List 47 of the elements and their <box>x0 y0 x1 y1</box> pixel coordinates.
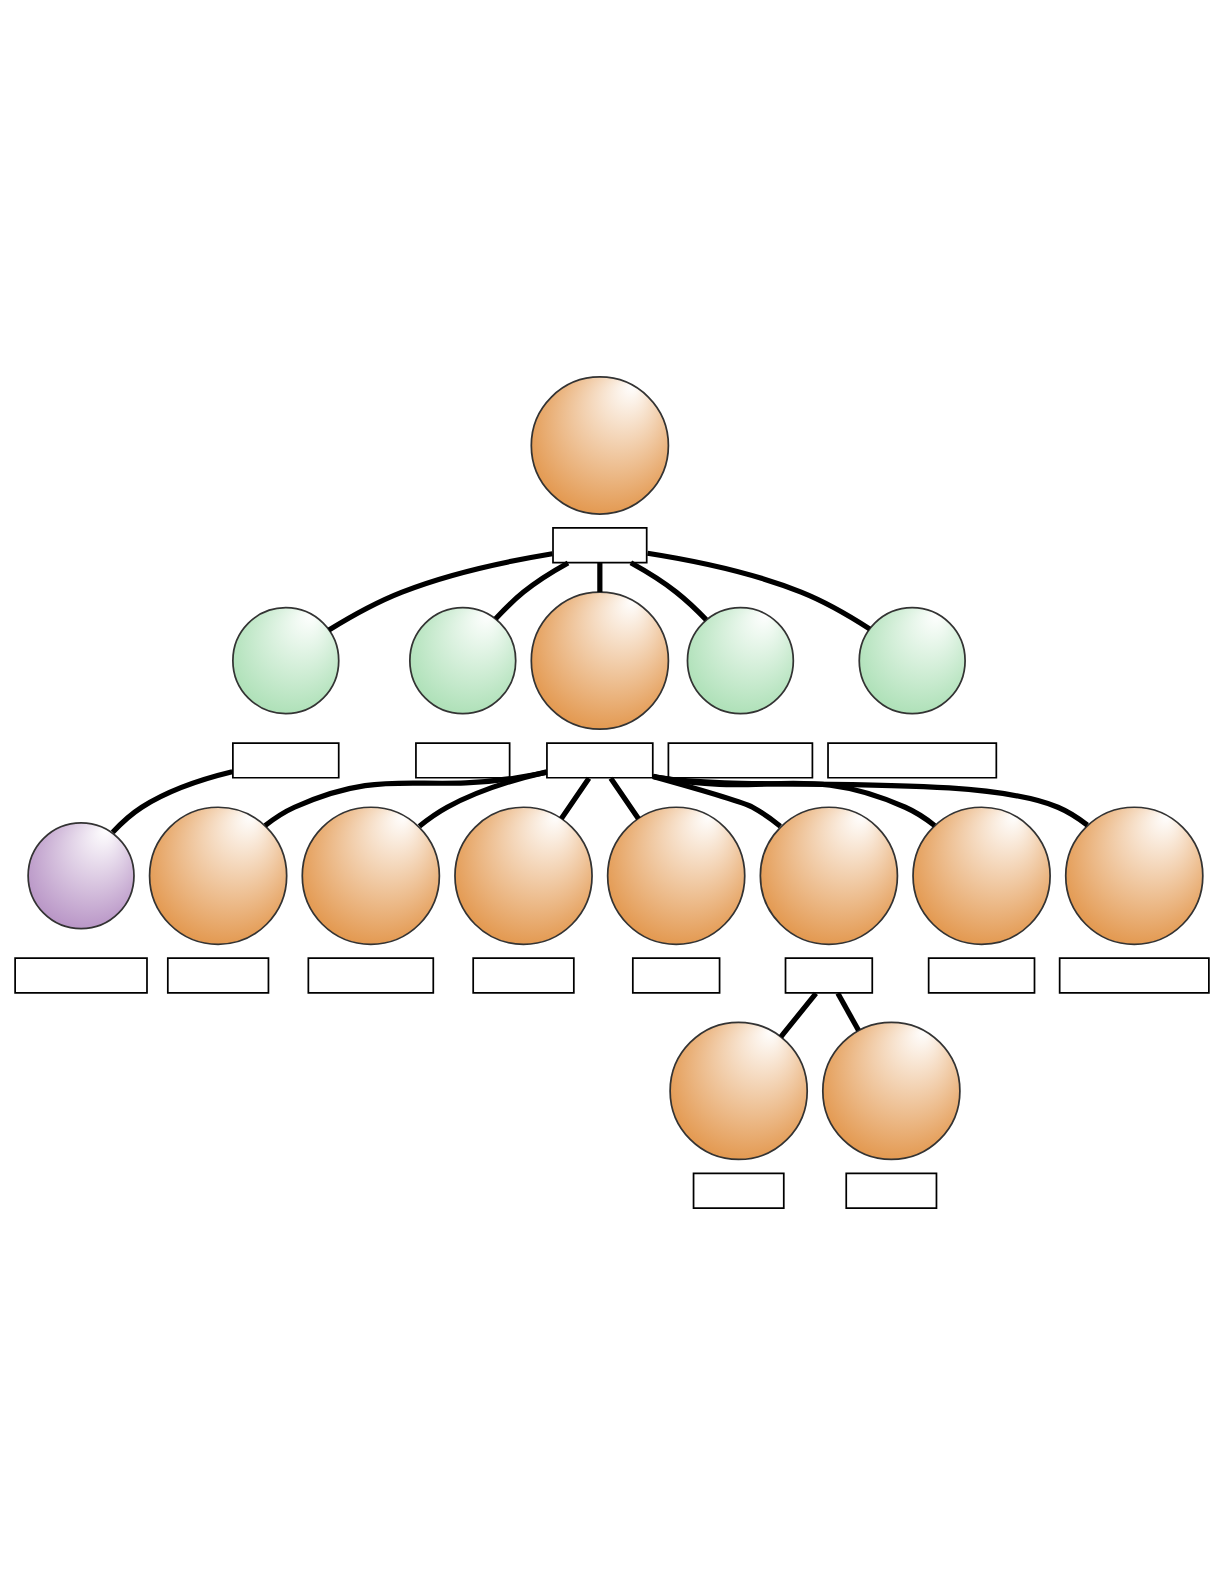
node-circle <box>1064 805 1204 945</box>
node-circle <box>530 375 670 515</box>
connector <box>629 559 708 621</box>
node-box <box>232 741 340 779</box>
node-circle <box>606 805 746 945</box>
connector <box>652 773 782 828</box>
node-circle <box>821 1021 961 1160</box>
node-box <box>166 956 270 994</box>
node-circle <box>27 821 135 930</box>
node-box <box>692 1172 785 1209</box>
node-circle <box>232 606 340 714</box>
node-box <box>552 526 648 563</box>
node-circle <box>148 805 288 945</box>
connector <box>835 991 861 1032</box>
connector <box>493 560 570 621</box>
connector <box>417 768 548 828</box>
node-box <box>14 956 148 994</box>
connector <box>647 550 871 631</box>
connector <box>652 773 937 827</box>
node-circle <box>686 606 795 714</box>
connector <box>559 776 592 820</box>
node-box <box>415 741 511 779</box>
node-circle <box>858 606 966 714</box>
connector <box>597 562 603 592</box>
node-circle <box>301 805 441 945</box>
connector <box>327 550 553 632</box>
node-circle <box>669 1021 809 1160</box>
node-box <box>667 741 814 779</box>
node-box <box>845 1172 938 1209</box>
node-circle <box>530 590 670 730</box>
node-box <box>927 956 1036 994</box>
connector <box>110 768 233 834</box>
node-box <box>1058 956 1210 994</box>
node-box <box>784 956 874 994</box>
node-circle <box>912 805 1051 945</box>
node-circle <box>454 805 593 945</box>
connector <box>652 773 1089 827</box>
node-circle <box>759 805 899 945</box>
connector <box>778 991 818 1038</box>
node-box <box>307 956 435 994</box>
node-box <box>631 956 721 994</box>
node-box <box>827 741 998 779</box>
connector <box>608 776 641 820</box>
node-box <box>546 741 654 779</box>
connector <box>263 769 548 828</box>
node-box <box>472 956 575 994</box>
node-circle <box>409 606 517 714</box>
